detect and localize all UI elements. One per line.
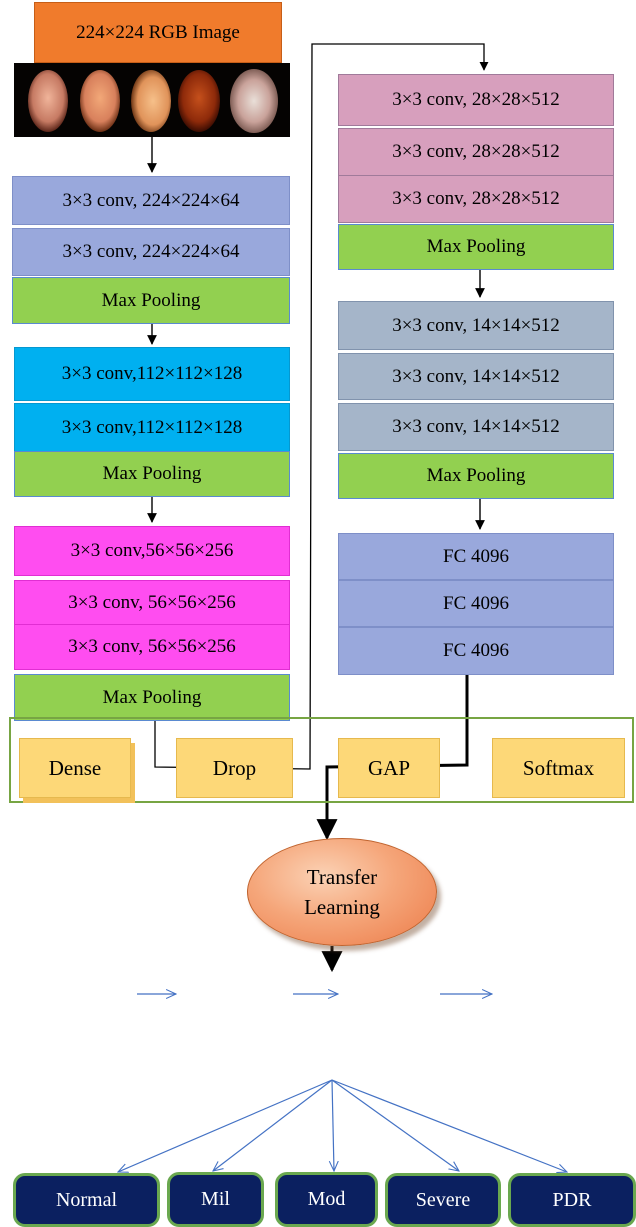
conv3-1: 3×3 conv,56×56×256	[14, 526, 290, 576]
softmax-layer: Softmax	[492, 738, 625, 798]
class-normal: Normal	[13, 1173, 160, 1227]
max-pooling-5: Max Pooling	[338, 453, 614, 499]
arrow-to-normal	[118, 1079, 333, 1172]
class-pdr: PDR	[508, 1173, 636, 1227]
class-severe: Severe	[385, 1173, 501, 1227]
fundus-image-strip	[28, 69, 278, 133]
fundus-image-2	[80, 70, 120, 132]
dense-layer: Dense	[19, 738, 131, 798]
arrow-to-pdr	[331, 1079, 567, 1172]
conv1-1: 3×3 conv, 224×224×64	[12, 176, 290, 225]
arrow-to-mod	[332, 1079, 334, 1171]
fundus-image-1	[28, 70, 68, 132]
max-pooling-3: Max Pooling	[14, 674, 290, 721]
conv2-1: 3×3 conv,112×112×128	[14, 347, 290, 401]
fc-layer-1: FC 4096	[338, 533, 614, 580]
fc-layer-2: FC 4096	[338, 580, 614, 627]
transfer-learning-line1: Transfer	[306, 865, 378, 889]
max-pooling-1: Max Pooling	[12, 277, 290, 324]
fc-layer-3: FC 4096	[338, 627, 614, 675]
conv4-2: 3×3 conv, 28×28×512	[338, 128, 614, 176]
dropout-layer: Drop	[176, 738, 293, 798]
transfer-learning-ellipse: Transfer Learning	[247, 838, 437, 946]
arrow-to-severe	[331, 1079, 459, 1171]
max-pooling-2: Max Pooling	[14, 451, 290, 497]
conv3-2: 3×3 conv, 56×56×256	[14, 580, 290, 626]
conv5-3: 3×3 conv, 14×14×512	[338, 403, 614, 451]
conv2-2: 3×3 conv,112×112×128	[14, 403, 290, 452]
conv1-2: 3×3 conv, 224×224×64	[12, 228, 290, 276]
gap-layer: GAP	[338, 738, 440, 798]
max-pooling-4: Max Pooling	[338, 224, 614, 270]
conv3-3: 3×3 conv, 56×56×256	[14, 624, 290, 670]
conv5-1: 3×3 conv, 14×14×512	[338, 301, 614, 350]
fundus-image-3	[131, 70, 171, 132]
arrow-pool3-to-conv4	[154, 43, 489, 770]
fundus-image-4	[178, 70, 220, 132]
class-mild: Mil	[167, 1172, 264, 1227]
classifier-head-frame	[9, 717, 634, 803]
fundus-images	[14, 63, 290, 137]
conv5-2: 3×3 conv, 14×14×512	[338, 353, 614, 400]
conv4-1: 3×3 conv, 28×28×512	[338, 74, 614, 126]
class-moderate: Mod	[275, 1172, 378, 1227]
input-image-box: 224×224 RGB Image	[34, 2, 282, 63]
conv4-3: 3×3 conv, 28×28×512	[338, 175, 614, 223]
transfer-learning-line2: Learning	[304, 895, 380, 919]
fundus-image-5	[230, 69, 278, 133]
arrow-to-mil	[213, 1079, 333, 1171]
